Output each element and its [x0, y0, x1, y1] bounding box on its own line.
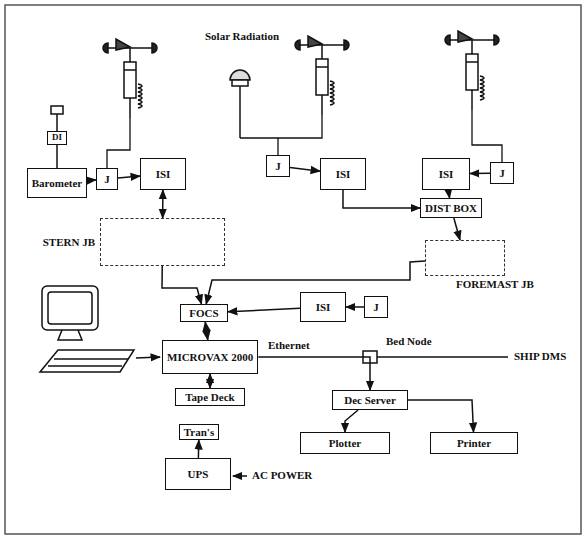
- process-box: DI: [47, 131, 67, 145]
- anemometer: [295, 36, 349, 115]
- connector: [205, 322, 208, 340]
- box-label: Tran's: [184, 426, 214, 438]
- box-label: DIST BOX: [425, 202, 477, 214]
- box-label: ISI: [439, 168, 454, 180]
- ethernet-node: [363, 351, 508, 363]
- solar-sensor: [230, 70, 250, 138]
- box-label: ISI: [336, 168, 351, 180]
- connector: [162, 266, 201, 304]
- process-box: Tran's: [179, 424, 219, 440]
- process-box: ISI: [140, 158, 186, 190]
- box-label: J: [104, 173, 110, 185]
- box-label: J: [499, 167, 505, 179]
- process-box: Barometer: [27, 168, 88, 198]
- connector: [290, 167, 320, 171]
- connector: [470, 172, 490, 174]
- anemometer: [445, 31, 499, 110]
- connector-label: Ethernet: [266, 339, 312, 351]
- box-label: DI: [52, 133, 62, 143]
- connector: [56, 145, 58, 168]
- process-box: UPS: [165, 458, 231, 490]
- process-box: J: [490, 162, 514, 184]
- connector: [408, 400, 473, 432]
- box-label: J: [275, 160, 281, 172]
- junction-box: STERN JB: [100, 218, 225, 266]
- connector: [228, 308, 300, 312]
- note-label: Bed Node: [384, 335, 434, 347]
- note-label: SHIP DMS: [512, 350, 568, 362]
- connector: [448, 190, 449, 198]
- pressure-sensor: [51, 106, 63, 131]
- connector: [162, 190, 164, 218]
- connector: [258, 357, 370, 390]
- frame: [5, 5, 581, 534]
- process-box: J: [96, 168, 118, 190]
- connector: [209, 374, 211, 388]
- terminal: [40, 286, 160, 372]
- box-label: Dec Server: [344, 394, 396, 406]
- box-label: STERN JB: [43, 236, 95, 248]
- process-box: DIST BOX: [420, 198, 482, 218]
- connector: [198, 440, 200, 458]
- box-label: Barometer: [32, 177, 83, 189]
- note-label: Solar Radiation: [200, 30, 284, 42]
- box-label: ISI: [156, 168, 171, 180]
- connector: [87, 179, 96, 181]
- process-box: ISI: [300, 292, 346, 322]
- process-box: J: [266, 155, 290, 177]
- process-box: J: [364, 296, 388, 318]
- process-box: ISI: [320, 158, 366, 190]
- note-label: AC POWER: [250, 469, 314, 481]
- power-arrow: [233, 475, 247, 477]
- junction-box: FOREMAST JB: [425, 240, 505, 276]
- box-label: UPS: [188, 468, 209, 480]
- process-box: FOCS: [180, 304, 228, 322]
- connector: [346, 306, 364, 308]
- box-label: FOCS: [189, 307, 218, 319]
- box-label: ISI: [316, 301, 331, 313]
- box-label: Tape Deck: [185, 391, 234, 403]
- process-box: Tape Deck: [175, 388, 245, 406]
- process-box: MICROVAX 2000: [162, 340, 258, 374]
- box-label: Plotter: [329, 437, 361, 449]
- connector: [343, 190, 420, 208]
- connector: [118, 176, 140, 178]
- box-label: J: [373, 301, 379, 313]
- box-label: FOREMAST JB: [456, 278, 534, 290]
- process-box: Plotter: [300, 432, 390, 454]
- process-box: Dec Server: [332, 390, 408, 410]
- connector: [454, 218, 460, 240]
- process-box: Printer: [430, 432, 518, 454]
- connector: [345, 410, 358, 432]
- process-box: ISI: [422, 158, 470, 190]
- anemometer: [103, 39, 157, 118]
- box-label: MICROVAX 2000: [167, 351, 253, 363]
- box-label: Printer: [457, 437, 491, 449]
